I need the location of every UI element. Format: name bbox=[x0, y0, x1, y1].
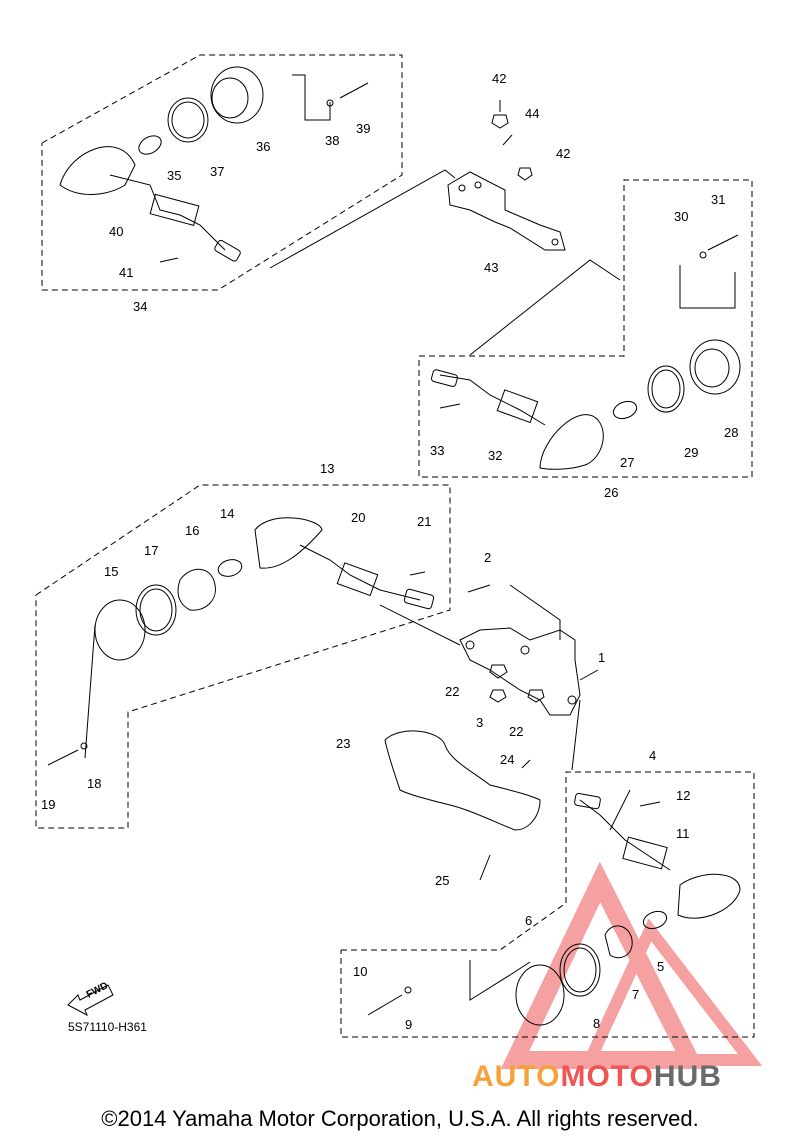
stay-32-shape bbox=[496, 389, 539, 424]
housing-36-shape bbox=[210, 66, 264, 124]
watermark-moto: MOTO bbox=[560, 1060, 654, 1093]
callout-23: 23 bbox=[336, 736, 351, 751]
callout-40: 40 bbox=[109, 224, 124, 239]
watermark-hub: HUB bbox=[653, 1060, 722, 1093]
callout-34: 34 bbox=[133, 299, 148, 314]
callout-17: 17 bbox=[144, 543, 159, 558]
callout-18: 18 bbox=[87, 776, 102, 791]
callout-12: 12 bbox=[676, 788, 691, 803]
callout-39: 39 bbox=[356, 121, 371, 136]
callout-21: 21 bbox=[417, 514, 432, 529]
callout-27: 27 bbox=[620, 455, 635, 470]
callout-44: 44 bbox=[525, 106, 540, 121]
watermark-text: AUTOMOTOHUB bbox=[472, 1060, 722, 1094]
ring-17-shape bbox=[135, 584, 177, 636]
callout-32: 32 bbox=[488, 448, 503, 463]
watermark-auto: AUTO bbox=[472, 1060, 561, 1093]
group-box-26 bbox=[418, 179, 753, 478]
bulb-27-shape bbox=[612, 400, 638, 420]
callout-1: 1 bbox=[598, 650, 606, 665]
callout-3: 3 bbox=[476, 715, 484, 730]
callout-43: 43 bbox=[484, 260, 499, 275]
callout-26: 26 bbox=[604, 485, 619, 500]
stay-40-shape bbox=[149, 193, 200, 226]
callout-25: 25 bbox=[435, 873, 450, 888]
callout-35: 35 bbox=[167, 168, 182, 183]
callout-33: 33 bbox=[430, 443, 445, 458]
callout-16: 16 bbox=[185, 523, 200, 538]
callout-41: 41 bbox=[119, 265, 134, 280]
callout-28: 28 bbox=[724, 425, 739, 440]
callout-38: 38 bbox=[325, 133, 340, 148]
housing-28-shape bbox=[689, 339, 741, 395]
stay-11-shape bbox=[622, 836, 668, 870]
bulb-5-shape bbox=[642, 910, 668, 930]
socket-7-shape bbox=[604, 925, 633, 959]
callout-8: 8 bbox=[593, 1016, 601, 1031]
watermark-triangle-logo bbox=[500, 861, 763, 1069]
callout-6: 6 bbox=[525, 913, 533, 928]
callout-24: 24 bbox=[500, 752, 515, 767]
callout-36: 36 bbox=[256, 139, 271, 154]
bulb-35-shape bbox=[138, 135, 162, 155]
bracket-43-shape bbox=[447, 171, 566, 251]
callout-22: 22 bbox=[509, 724, 524, 739]
callout-30: 30 bbox=[674, 209, 689, 224]
group-box-34 bbox=[41, 54, 403, 291]
callout-13: 13 bbox=[320, 461, 335, 476]
bulb-14-shape bbox=[217, 559, 243, 577]
lens-5-shape bbox=[677, 873, 741, 919]
ring-29-shape bbox=[647, 365, 685, 413]
callout-42: 42 bbox=[556, 146, 571, 161]
diagram-code: 5S71110-H361 bbox=[68, 1020, 147, 1034]
callout-10: 10 bbox=[353, 964, 368, 979]
group-box-4 bbox=[340, 771, 755, 1038]
callout-11: 11 bbox=[676, 826, 690, 841]
housing-15-shape bbox=[94, 599, 146, 661]
callout-22: 22 bbox=[445, 684, 460, 699]
callout-15: 15 bbox=[104, 564, 119, 579]
callout-9: 9 bbox=[405, 1017, 413, 1032]
lens-14-shape bbox=[254, 517, 323, 569]
callout-7: 7 bbox=[632, 987, 640, 1002]
callout-37: 37 bbox=[210, 164, 225, 179]
bracket-1-shape bbox=[459, 627, 581, 716]
callout-4: 4 bbox=[649, 748, 657, 763]
ring-37-shape bbox=[167, 97, 209, 143]
callout-29: 29 bbox=[684, 445, 699, 460]
housing-6-shape bbox=[515, 964, 565, 1026]
callout-5: 5 bbox=[657, 959, 665, 974]
callout-42: 42 bbox=[492, 71, 507, 86]
copyright-notice: ©2014 Yamaha Motor Corporation, U.S.A. A… bbox=[101, 1106, 699, 1131]
plate-23-shape bbox=[384, 730, 541, 831]
callout-31: 31 bbox=[711, 192, 726, 207]
lens-27-shape bbox=[539, 414, 604, 470]
socket-16-shape bbox=[177, 568, 216, 611]
callout-14: 14 bbox=[220, 506, 235, 521]
fwd-arrow-icon bbox=[67, 984, 114, 1017]
lens-35-shape bbox=[59, 146, 136, 195]
group-box-13 bbox=[35, 484, 451, 829]
ring-8-shape bbox=[559, 943, 601, 997]
callout-19: 19 bbox=[41, 797, 56, 812]
stay-20-shape bbox=[336, 562, 379, 597]
callout-20: 20 bbox=[351, 510, 366, 525]
callout-2: 2 bbox=[484, 550, 492, 565]
